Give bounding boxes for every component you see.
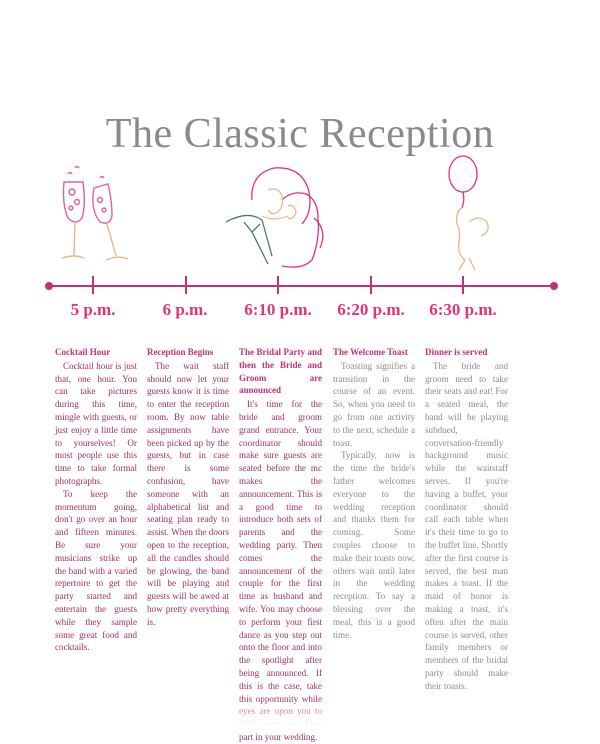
page-title: The Classic Reception bbox=[105, 111, 495, 157]
column-heading: The Welcome Toast bbox=[333, 347, 408, 357]
timeline-tick bbox=[277, 276, 279, 294]
timeline-tick bbox=[185, 276, 187, 294]
couple-illustration-icon bbox=[225, 167, 324, 268]
column-body: The bride and groom need to take their s… bbox=[425, 360, 508, 691]
column-cocktail-hour: Cocktail Hour Cocktail hour is just that… bbox=[55, 346, 137, 654]
column-bridal-party: The Bridal Party and then the Bride and … bbox=[239, 346, 322, 744]
time-label: 6:30 p.m. bbox=[429, 300, 497, 319]
column-dinner-served: Dinner is served The bride and groom nee… bbox=[425, 346, 508, 693]
column-body: Typically, now is the time the bride's f… bbox=[333, 450, 415, 640]
timeline-start-dot bbox=[45, 282, 53, 290]
time-label: 6:20 p.m. bbox=[337, 300, 405, 319]
column-heading: Reception Begins bbox=[147, 347, 214, 357]
time-label: 6:10 p.m. bbox=[244, 300, 312, 319]
timeline-tick bbox=[92, 276, 94, 294]
timeline-tick bbox=[370, 276, 372, 294]
timeline-end-dot bbox=[550, 282, 558, 290]
time-label: 6 p.m. bbox=[162, 300, 208, 319]
column-welcome-toast: The Welcome Toast Toasting signifies a t… bbox=[333, 346, 415, 641]
column-heading: Dinner is served bbox=[425, 347, 488, 357]
champagne-glasses-icon bbox=[61, 165, 129, 261]
time-label: 5 p.m. bbox=[70, 300, 116, 319]
column-body: Cocktail hour is just that, one hour. Yo… bbox=[55, 360, 137, 486]
bottom-fade bbox=[0, 700, 600, 730]
timeline-line bbox=[48, 285, 556, 287]
column-body: Toasting signifies a transition in the c… bbox=[333, 360, 415, 448]
column-body: It's time for the bride and groom grand … bbox=[239, 399, 322, 742]
column-reception-begins: Reception Begins The wait staff should n… bbox=[147, 346, 229, 629]
column-heading: The Bridal Party and then the Bride and … bbox=[239, 347, 322, 396]
column-heading: Cocktail Hour bbox=[55, 347, 111, 357]
column-body: To keep the momentum going, don't go ove… bbox=[55, 488, 137, 653]
column-body: The wait staff should now let your guest… bbox=[147, 360, 229, 627]
balloon-person-icon bbox=[448, 155, 489, 271]
timeline-tick bbox=[462, 276, 464, 294]
